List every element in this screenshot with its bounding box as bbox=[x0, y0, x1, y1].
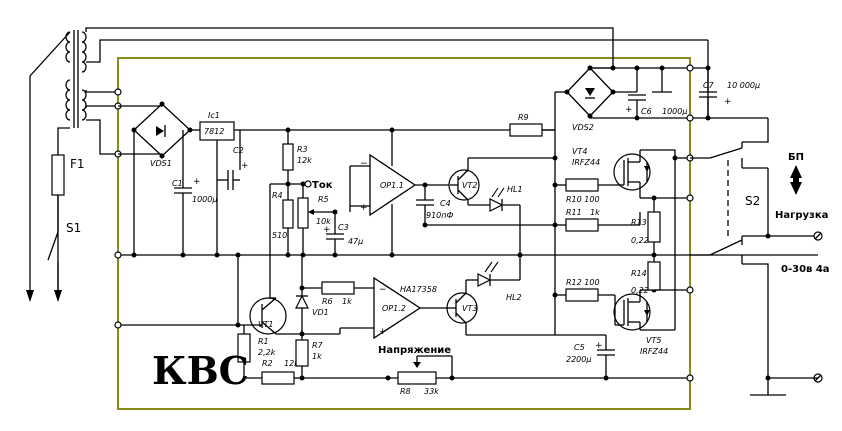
r11 bbox=[565, 218, 599, 232]
r9 bbox=[509, 123, 543, 137]
r3-label: R3 bbox=[297, 145, 308, 154]
svg-text:−: − bbox=[379, 285, 387, 295]
regulator-type: 7812 bbox=[204, 127, 224, 136]
c5-label: C5 bbox=[574, 343, 585, 352]
svg-text:+: + bbox=[241, 161, 249, 171]
switch-s1-label: S1 bbox=[66, 221, 81, 235]
c6-label: C6 bbox=[641, 107, 652, 116]
c3-label: C3 bbox=[338, 223, 349, 232]
r11-value: 1k bbox=[590, 208, 600, 217]
r6 bbox=[321, 281, 355, 295]
r1-label: R1 bbox=[258, 337, 269, 346]
c5-value: 2200μ bbox=[566, 355, 591, 364]
c1-label: C1 bbox=[172, 179, 183, 188]
r13 bbox=[647, 211, 661, 243]
r4 bbox=[282, 199, 294, 229]
svg-text:+: + bbox=[625, 105, 633, 115]
bridge-vds2: VDS2 bbox=[564, 65, 616, 132]
svg-text:−: − bbox=[360, 159, 368, 169]
c7-value: 10 000μ bbox=[727, 81, 760, 90]
r14-value: 0,22 bbox=[631, 286, 649, 295]
r4-value: 510 bbox=[272, 231, 287, 240]
svg-text:+: + bbox=[193, 177, 201, 187]
hl2-label: HL2 bbox=[506, 293, 522, 302]
load-label: Нагрузка bbox=[775, 210, 828, 221]
r2-label: R2 bbox=[262, 359, 273, 368]
vt1-label: VT1 bbox=[258, 320, 273, 329]
r11-label: R11 bbox=[566, 208, 582, 217]
r3 bbox=[282, 143, 294, 171]
c7-label: C7 bbox=[703, 81, 715, 90]
c3-value: 47μ bbox=[348, 237, 363, 246]
r13-label: R13 bbox=[631, 218, 647, 227]
range-label: 0-30в 4а bbox=[781, 264, 830, 275]
r4-label: R4 bbox=[272, 191, 283, 200]
transistor-vt2 bbox=[448, 169, 480, 201]
vt3-label: VT3 bbox=[462, 304, 477, 313]
svg-text:+: + bbox=[379, 327, 387, 337]
op12-label: OP1.2 bbox=[382, 304, 406, 313]
r9-label: R9 bbox=[518, 113, 529, 122]
vd1-label: VD1 bbox=[312, 308, 329, 317]
svg-text:+: + bbox=[360, 203, 368, 213]
switch-s2[interactable]: S2 bbox=[690, 142, 768, 264]
vt5-label: VT5 bbox=[646, 336, 661, 345]
c6-value: 1000μ bbox=[662, 107, 687, 116]
vt4-label: VT4 bbox=[572, 147, 587, 156]
regulator-label: Ic1 bbox=[208, 111, 220, 120]
opamp-op1-1 bbox=[369, 153, 417, 217]
vt2-label: VT2 bbox=[462, 181, 477, 190]
voltage-control-label: Напряжение bbox=[378, 345, 451, 356]
r2-value: 12k bbox=[284, 359, 299, 368]
r10 bbox=[565, 178, 599, 192]
logo-kvs: КВС bbox=[152, 348, 249, 393]
r13-value: 0,22 bbox=[631, 236, 649, 245]
mosfet-vt5 bbox=[613, 293, 651, 331]
r12 bbox=[565, 288, 599, 302]
current-control-label: Ток bbox=[312, 180, 333, 191]
r12-label: R12 100 bbox=[566, 278, 600, 287]
bp-label: БП bbox=[788, 152, 804, 163]
r6-label: R6 bbox=[322, 297, 333, 306]
r5 bbox=[297, 197, 309, 229]
mosfet-vt4 bbox=[613, 153, 651, 191]
c4-label: C4 bbox=[440, 199, 451, 208]
vt4-type: IRFZ44 bbox=[572, 158, 600, 167]
r7-value: 1k bbox=[312, 352, 322, 361]
svg-text:+: + bbox=[595, 341, 603, 351]
vds2-label: VDS2 bbox=[572, 123, 594, 132]
fuse-label: F1 bbox=[70, 157, 85, 171]
pcb-outline bbox=[117, 57, 691, 410]
r10-label: R10 100 bbox=[566, 195, 600, 204]
vt5-type: IRFZ44 bbox=[640, 347, 668, 356]
s2-label: S2 bbox=[745, 194, 760, 208]
r2 bbox=[261, 371, 295, 385]
transformer bbox=[65, 30, 87, 128]
svg-text:+: + bbox=[724, 97, 732, 107]
op11-label: OP1.1 bbox=[380, 181, 404, 190]
r7-label: R7 bbox=[312, 341, 324, 350]
hl1-label: HL1 bbox=[507, 185, 523, 194]
r8[interactable] bbox=[397, 371, 437, 385]
vds1-label: VDS1 bbox=[150, 159, 172, 168]
r1-value: 2,2k bbox=[258, 348, 276, 357]
r7 bbox=[295, 339, 309, 367]
svg-text:+: + bbox=[323, 225, 331, 235]
r5-label: R5 bbox=[318, 195, 329, 204]
c1-value: 1000μ bbox=[192, 195, 217, 204]
c4-value: 910пФ bbox=[426, 211, 454, 220]
opamp-op1-2 bbox=[373, 276, 422, 340]
r8-value: 33k bbox=[424, 387, 439, 396]
op-chip-label: HA17358 bbox=[400, 285, 437, 294]
r3-value: 12k bbox=[297, 156, 312, 165]
r14-label: R14 bbox=[631, 269, 647, 278]
r8-label: R8 bbox=[400, 387, 411, 396]
r6-value: 1k bbox=[342, 297, 352, 306]
c2-label: C2 bbox=[233, 146, 244, 155]
fuse-f1 bbox=[51, 154, 65, 196]
r14 bbox=[647, 261, 661, 291]
r5-value: 10k bbox=[316, 217, 331, 226]
